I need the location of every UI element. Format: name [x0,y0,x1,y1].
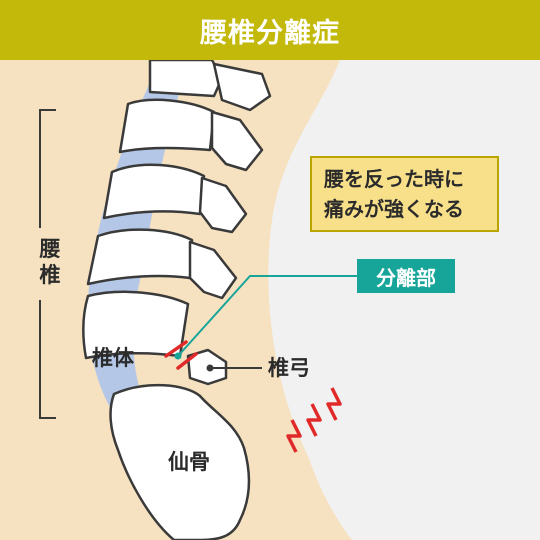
pain-lightning-icon [286,387,342,453]
callout-line-2: 痛みが強くなる [324,197,464,221]
vertebra-1-process [212,62,272,112]
sacrum-label: 仙骨 [168,450,210,474]
fracture-mark-icon [164,340,198,370]
vertebra-4-process [188,240,238,300]
vertebra-3-process [198,176,248,234]
vertebra-3 [102,163,206,220]
separation-leader-line [177,275,357,357]
pain-callout: 腰を反った時に 痛みが強くなる [310,156,499,232]
separation-tag: 分離部 [357,259,455,293]
vertebra-2 [118,98,216,154]
vertebral-body-label: 椎体 [92,346,134,370]
separation-label: 分離部 [376,265,436,290]
vertebra-4 [86,228,194,286]
title-bar: 腰椎分離症 [0,0,540,60]
sacrum [109,383,251,540]
callout-line-1: 腰を反った時に [324,167,464,191]
page-title: 腰椎分離症 [200,17,340,49]
vertebra-5 [82,290,190,360]
vertebral-arch-label: 椎弓 [268,356,310,380]
vertebra-2-process [210,110,264,172]
lumbar-label: 腰椎 [39,237,61,287]
lumbar-bracket [39,109,56,419]
vertebra-1 [148,58,224,98]
